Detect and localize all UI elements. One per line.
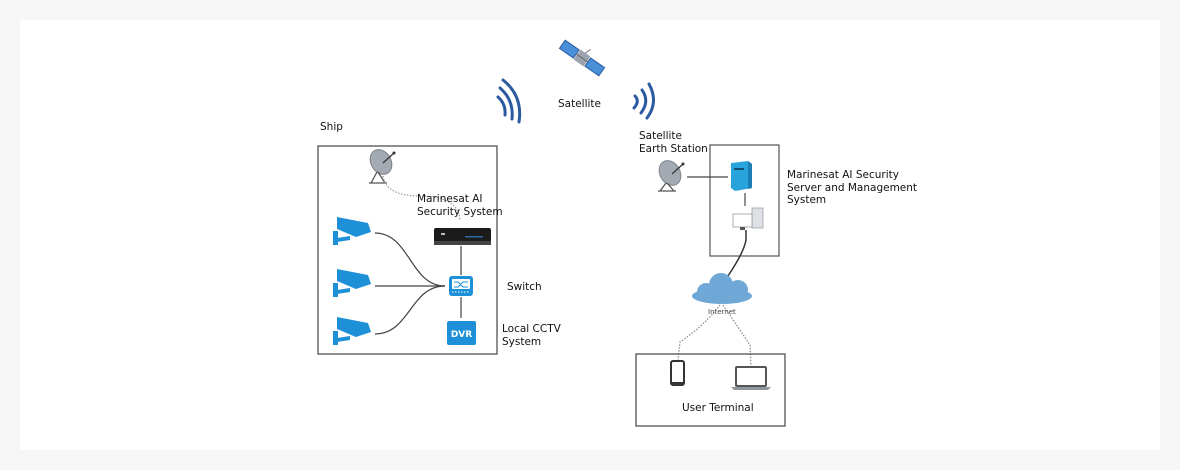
ship-satellite-dish-icon	[369, 149, 396, 184]
internet-cloud-icon	[692, 273, 752, 304]
server-label: Marinesat AI Security Server and Managem…	[787, 169, 918, 206]
dvr-icon: DVR	[447, 321, 476, 345]
ai-system-label: Marinesat AI Security System	[417, 193, 503, 218]
satellite-label: Satellite	[558, 98, 602, 110]
laptop-icon	[731, 366, 771, 390]
switch-icon	[449, 276, 473, 296]
user-terminal-box	[635, 353, 786, 427]
ship-box	[317, 145, 498, 355]
ship-label: Ship	[320, 121, 343, 133]
local-cctv-label: Local CCTV System	[502, 323, 561, 348]
cctv-camera-icon	[333, 317, 371, 345]
camera-switch-links	[374, 232, 446, 335]
satellite-icon	[558, 39, 606, 77]
cctv-camera-icon	[333, 217, 371, 245]
server-box	[709, 144, 780, 257]
signal-waves-left-icon	[496, 78, 522, 124]
ship-dish-link	[382, 175, 461, 221]
user-terminal-label: User Terminal	[682, 402, 754, 414]
cctv-camera-icon	[333, 269, 371, 297]
signal-waves-right-icon	[632, 82, 655, 120]
smartphone-icon	[670, 360, 685, 386]
earth-station-dish-icon	[658, 160, 685, 192]
diagram-panel	[20, 20, 1160, 450]
internet-device-links	[677, 304, 752, 367]
workstation-icon	[732, 207, 764, 230]
pc-internet-link	[727, 230, 747, 277]
server-icon	[731, 161, 752, 191]
svg-text:DVR: DVR	[451, 330, 472, 340]
earth-station-label: Satellite Earth Station	[639, 130, 708, 155]
switch-label: Switch	[507, 281, 542, 293]
internet-label: Internet	[708, 308, 736, 316]
ai-system-device-icon	[434, 228, 491, 245]
